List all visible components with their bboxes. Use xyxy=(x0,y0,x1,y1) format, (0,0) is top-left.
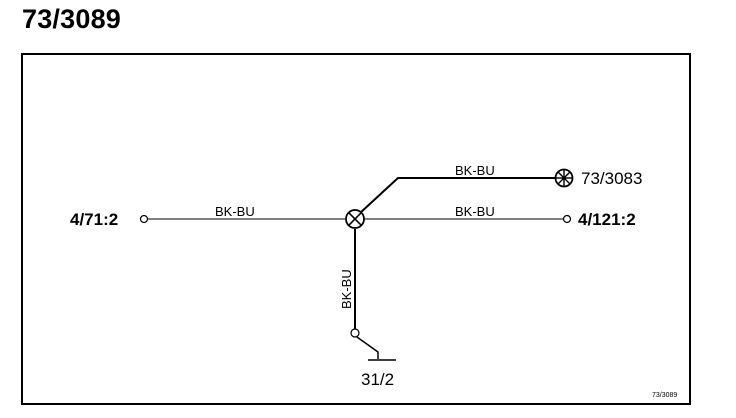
diagram-frame xyxy=(21,53,691,405)
footer-ref: 73/3089 xyxy=(652,392,677,399)
connector-right-label: 4/121:2 xyxy=(578,210,636,229)
terminal-left xyxy=(139,214,149,224)
wire-vertical-label: BK-BU xyxy=(339,269,354,309)
splice-upper-right-icon xyxy=(554,168,574,188)
terminal-ground xyxy=(350,328,360,338)
wire-upper xyxy=(359,177,556,214)
connector-upper-right-label: 73/3083 xyxy=(581,169,642,188)
terminal-right xyxy=(562,214,572,224)
splice-center-icon xyxy=(345,209,365,229)
diagram-title: 73/3089 xyxy=(22,4,121,34)
wire-left-label: BK-BU xyxy=(215,204,255,219)
wire-upper-label: BK-BU xyxy=(455,163,495,178)
wire-right-label: BK-BU xyxy=(455,204,495,219)
ground-label: 31/2 xyxy=(361,370,394,389)
connector-left-label: 4/71:2 xyxy=(70,210,118,229)
ground-lead xyxy=(356,336,379,359)
